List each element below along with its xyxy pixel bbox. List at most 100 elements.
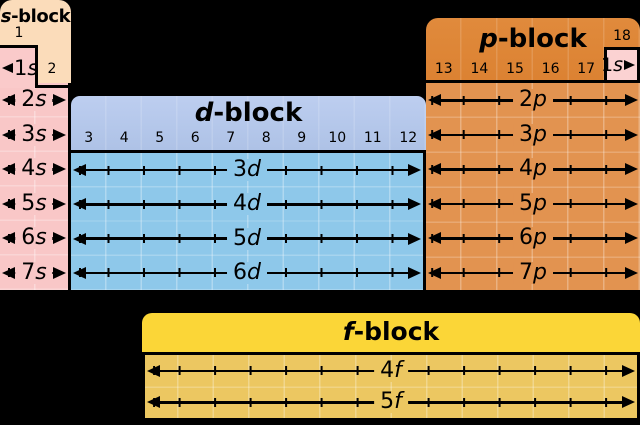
arrow-right-icon	[408, 266, 421, 279]
orbital-label: 3s	[15, 123, 53, 146]
orbital-label: 4s	[15, 158, 53, 181]
orbital-row-5f: 5f	[145, 387, 637, 419]
arrow-right-icon	[53, 232, 66, 245]
orbital-row-4s: 4s	[0, 152, 68, 187]
arrow-6p: 6p	[428, 227, 638, 250]
group-16-label: 16	[541, 61, 560, 77]
arrow-left-icon	[2, 163, 15, 176]
arrow-left-icon	[147, 364, 160, 377]
arrow-left-icon	[2, 63, 13, 73]
p-block-title: p-block	[479, 24, 587, 54]
orbital-label: 2p	[513, 89, 553, 112]
arrow-right-icon	[622, 396, 635, 409]
arrow-6d: 6d	[73, 261, 421, 284]
arrow-left-icon	[73, 198, 86, 211]
d-block-title: d-block	[194, 98, 303, 128]
arrow-5f: 5f	[147, 391, 635, 414]
orbital-label: 2s	[15, 89, 53, 112]
group-10-label: 10	[328, 130, 347, 146]
group-9-label: 9	[297, 130, 307, 146]
arrow-right-icon	[53, 266, 66, 279]
group-12-label: 12	[399, 130, 418, 146]
orbital-label: 5f	[374, 391, 408, 414]
arrow-left-icon	[2, 94, 15, 107]
orbital-row-6d: 6d	[71, 256, 423, 290]
f-block-title: f-block	[342, 317, 440, 346]
orbital-label: 4p	[513, 158, 553, 181]
arrow-right-icon	[53, 163, 66, 176]
d-block-body: 3d 4d 5d	[71, 153, 426, 293]
arrow-right-icon	[625, 232, 638, 245]
arrow-right-icon	[625, 197, 638, 210]
orbital-label: 1s	[14, 55, 39, 80]
arrow-right-icon	[53, 197, 66, 210]
arrow-left-icon	[73, 164, 86, 177]
p-block-group-labels: 13 14 15 16 17	[426, 60, 604, 78]
arrow-3s: 3s	[2, 123, 66, 146]
s-block-step-line	[37, 85, 71, 88]
group-17-label: 17	[577, 61, 596, 77]
group-13-label: 13	[434, 61, 453, 77]
arrow-left-icon	[2, 197, 15, 210]
orbital-label: 7s	[15, 261, 53, 284]
group-7-label: 7	[226, 130, 236, 146]
orbital-label: 3p	[513, 123, 553, 146]
arrow-right-icon	[625, 163, 638, 176]
orbital-row-4d: 4d	[71, 187, 423, 221]
orbital-row-5p: 5p	[426, 187, 640, 222]
group-8-label: 8	[261, 130, 271, 146]
arrow-left-icon	[73, 232, 86, 245]
orbital-row-3d: 3d	[71, 153, 423, 187]
orbital-label: 6d	[227, 261, 267, 284]
orbital-1s-box: 1s	[0, 45, 38, 88]
group-18-label: 18	[613, 28, 631, 44]
s-block-title: s-block	[0, 6, 71, 27]
arrow-4d: 4d	[73, 193, 421, 216]
arrow-right-icon	[53, 94, 66, 107]
orbital-label: 3d	[227, 159, 267, 182]
arrow-right-icon	[625, 94, 638, 107]
orbital-row-4p: 4p	[426, 152, 640, 187]
group-15-label: 15	[506, 61, 524, 77]
arrow-left-icon	[428, 163, 441, 176]
group-6-label: 6	[190, 130, 200, 146]
arrow-right-icon	[624, 60, 635, 70]
arrow-right-icon	[408, 232, 421, 245]
orbital-row-7s: 7s	[0, 256, 68, 291]
arrow-7s: 7s	[2, 261, 66, 284]
orbital-label: 5s	[15, 192, 53, 215]
arrow-4p: 4p	[428, 158, 638, 181]
orbital-label: 7p	[513, 261, 553, 284]
orbital-row-2s: 2s	[0, 83, 68, 118]
orbital-row-3p: 3p	[426, 118, 640, 153]
orbital-row-6p: 6p	[426, 221, 640, 256]
arrow-7p: 7p	[428, 261, 638, 284]
orbital-label: 1s	[601, 53, 623, 76]
arrow-3d: 3d	[73, 159, 421, 182]
f-block-body: 4f 5f	[142, 355, 640, 421]
arrow-left-icon	[428, 94, 441, 107]
f-block-header: f-block	[142, 313, 640, 355]
arrow-5d: 5d	[73, 227, 421, 250]
orbital-label: 4f	[374, 359, 408, 382]
orbital-row-2p: 2p	[426, 83, 640, 118]
arrow-right-icon	[53, 128, 66, 141]
orbital-label: 5p	[513, 192, 553, 215]
group-2-label: 2	[47, 61, 57, 77]
p-block-header: p-block 13 14 15 16 17	[426, 18, 640, 83]
orbital-row-5s: 5s	[0, 187, 68, 222]
arrow-2s: 2s	[2, 89, 66, 112]
orbital-row-5d: 5d	[71, 222, 423, 256]
orbital-label: 6s	[15, 227, 53, 250]
arrow-left-icon	[2, 232, 15, 245]
arrow-left-icon	[2, 128, 15, 141]
group-3-label: 3	[84, 130, 94, 146]
helium-1s-box: 1s	[601, 47, 640, 83]
arrow-right-icon	[622, 364, 635, 377]
arrow-left-icon	[428, 128, 441, 141]
arrow-4f: 4f	[147, 359, 635, 382]
arrow-right-icon	[625, 266, 638, 279]
arrow-6s: 6s	[2, 227, 66, 250]
arrow-5s: 5s	[2, 192, 66, 215]
